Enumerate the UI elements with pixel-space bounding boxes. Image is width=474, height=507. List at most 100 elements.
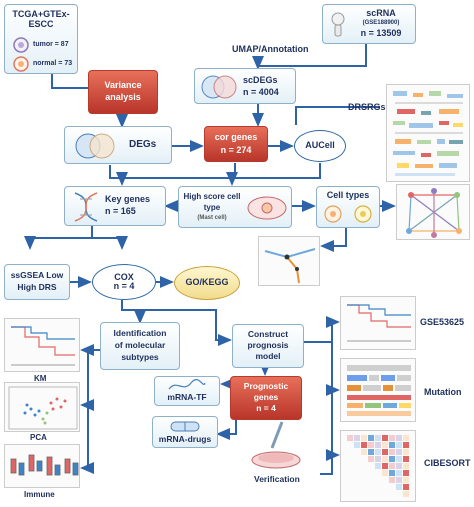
drsrgs-label: DRSRGs [348, 102, 386, 112]
degs-title: DEGs [129, 139, 157, 150]
heatmap-cell [382, 470, 388, 476]
ssgsea-line1: ssGSEA Low [10, 270, 64, 280]
heatmap-cell [347, 435, 353, 441]
identification-line3: subtypes [121, 352, 159, 362]
gse-km-curves [347, 304, 411, 342]
arrow-degs-keygenes [109, 165, 128, 186]
high-score-note: (Mast cell) [197, 215, 227, 221]
tcga-subtitle: ESCC [28, 19, 54, 29]
cor-genes-title: cor genes [214, 132, 258, 142]
cell-types-box: Cell types [316, 186, 380, 228]
construct-line2: prognosis [247, 340, 289, 350]
heatmap-cell [375, 435, 381, 441]
construct-line1: Construct [247, 329, 289, 339]
high-score-cell-type-box: High score cell type (Mast cell) [178, 186, 292, 228]
degs-box: DEGs [64, 126, 172, 164]
heatmap-cell [396, 442, 402, 448]
pca-plot-thumbnail [4, 382, 80, 432]
immune-label: Immune [24, 490, 55, 499]
cibersort-label: CIBESORT [424, 458, 471, 468]
prognostic-genes-box: Prognostic genes n = 4 [230, 376, 302, 420]
high-score-line1: High score cell [183, 192, 241, 201]
heatmap-cell [389, 470, 395, 476]
key-genes-count: n = 165 [105, 206, 136, 216]
gse-km-thumbnail [340, 296, 416, 350]
variance-line1: Variance [104, 80, 142, 90]
arrow-scrna-scdegs [252, 44, 367, 70]
heatmap-cell [354, 442, 360, 448]
scrna-accession: (GSE188900) [362, 20, 400, 26]
key-genes-title: Key genes [105, 194, 151, 204]
heatmap-cell [375, 442, 381, 448]
heatmap-cell [361, 442, 367, 448]
heatmap-cell [382, 456, 388, 462]
heatmap-cell [375, 456, 381, 462]
mutation-oncoplot-thumbnail [340, 358, 416, 422]
cor-genes-box: cor genes n = 274 [204, 126, 268, 162]
construct-line3: model [255, 351, 281, 361]
cor-genes-count: n = 274 [220, 145, 252, 155]
pill-icon [170, 421, 200, 432]
line-cox-down [121, 300, 217, 324]
prognostic-line2: genes [253, 392, 279, 402]
cibersort-heatmap [347, 435, 409, 497]
heatmap-cell [389, 463, 395, 469]
heatmap-cell [368, 442, 374, 448]
arrow-keygenes-cox [92, 236, 128, 250]
construct-model-box: Construct prognosis model [232, 324, 304, 368]
petri-dish-icon [251, 421, 301, 469]
heatmap-cell [403, 456, 409, 462]
arrow-to-gse [320, 316, 340, 475]
prognostic-line1: Prognostic [243, 381, 289, 391]
heatmap-cell [389, 442, 395, 448]
dna-icon [74, 192, 98, 222]
heatmap-cell [403, 491, 409, 497]
go-kegg-oval: GO/KEGG [174, 266, 240, 300]
high-score-line2: type [203, 203, 221, 212]
oncoplot-cells [347, 365, 411, 416]
pca-points [8, 386, 78, 430]
heatmap-cell [389, 449, 395, 455]
arrow-cox-construct [215, 316, 232, 346]
heatmap-cell [382, 435, 388, 441]
trajectory-glyph [264, 248, 316, 284]
variance-line2: analysis [105, 92, 141, 102]
mrna-tf-box: mRNA-TF [154, 376, 220, 406]
heatmap-cell [382, 463, 388, 469]
heatmap-cell [368, 449, 374, 455]
scdegs-title: scDEGs [243, 75, 278, 85]
heatmap-cell [403, 463, 409, 469]
heatmap-cell [396, 449, 402, 455]
arrow-to-immune [80, 349, 100, 474]
km-label: KM [34, 374, 47, 383]
heatmap-cell [396, 456, 402, 462]
heatmap-cell [403, 449, 409, 455]
heatmap-cell [403, 470, 409, 476]
heatmap-cell [396, 484, 402, 490]
cox-count: n = 4 [113, 281, 135, 291]
pca-label: PCA [30, 433, 47, 442]
mutation-label: Mutation [424, 387, 462, 397]
heatmap-cell [389, 456, 395, 462]
scrna-title: scRNA [366, 8, 396, 18]
heatmap-cell [382, 449, 388, 455]
immune-boxes [10, 454, 79, 476]
umap-annotation-label: UMAP/Annotation [232, 44, 309, 54]
ssgsea-line2: High DRS [17, 282, 57, 292]
mast-cell-icon [247, 196, 287, 220]
mrna-drugs-box: mRNA-drugs [152, 416, 218, 448]
heatmap-cell [403, 435, 409, 441]
network-glyph [406, 188, 462, 238]
verification-label: Verification [254, 474, 300, 484]
cell-types-icons [324, 205, 372, 223]
heatmap-cell [361, 449, 367, 455]
cell-network-thumbnail [396, 184, 470, 240]
heatmap-cell [396, 470, 402, 476]
dna-wave-icon [168, 379, 206, 390]
heatmap-cell [396, 463, 402, 469]
cibersort-heatmap-thumbnail [340, 430, 416, 502]
scrna-box: scRNA (GSE188900) n = 13509 [322, 4, 416, 44]
identification-line2: of molecular [114, 340, 166, 350]
heatmap-cell [368, 456, 374, 462]
